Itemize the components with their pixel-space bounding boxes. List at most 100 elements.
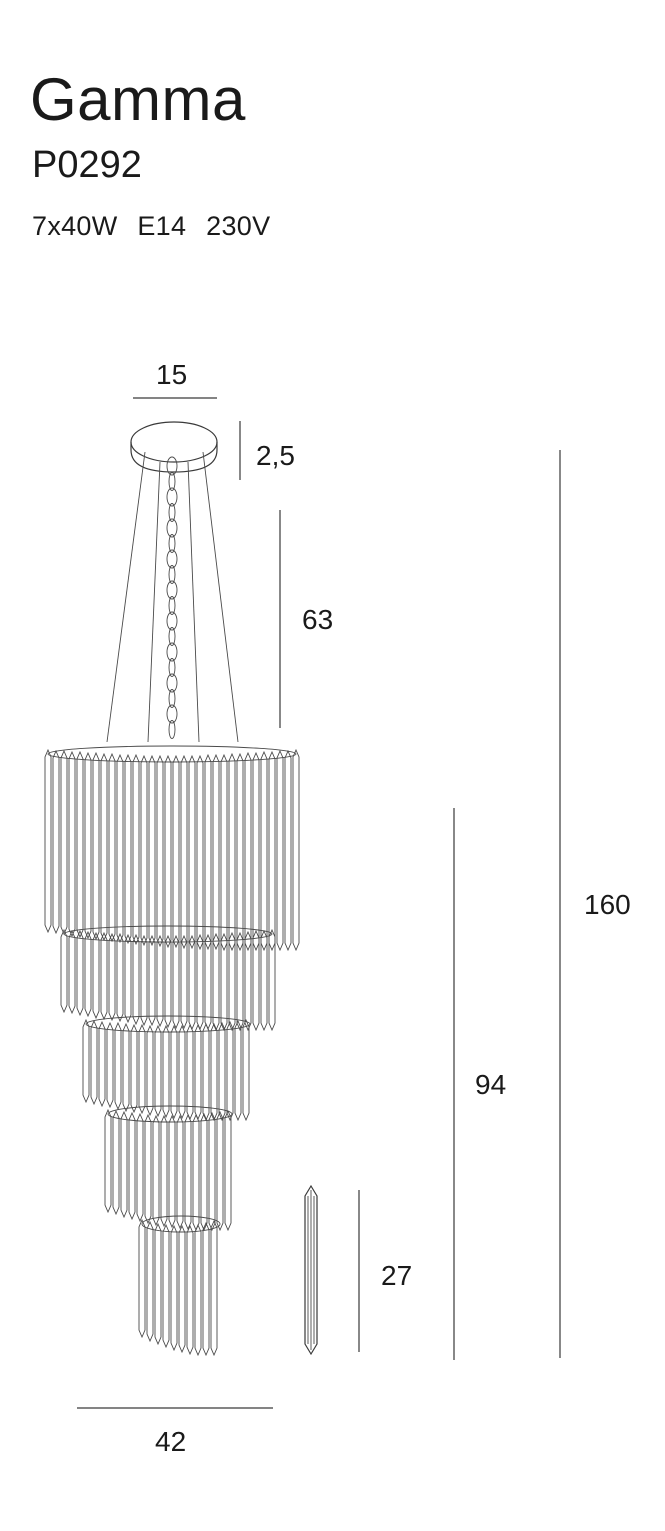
crystal-rod [154, 1222, 162, 1346]
crystal-rod [252, 751, 260, 952]
canopy-height-label: 2,5 [256, 440, 295, 471]
crystal-rod [60, 749, 68, 936]
crystal-rod [154, 1024, 162, 1118]
crystal-rod [90, 1019, 98, 1106]
crystal-rod [192, 1113, 200, 1232]
crystal-rod [220, 932, 228, 1032]
crystal-rod [122, 1022, 130, 1113]
body-height-label: 94 [475, 1069, 507, 1100]
crystal-rod [200, 1112, 208, 1232]
crystal-rod [170, 1224, 178, 1352]
crystal-rod [120, 1110, 128, 1219]
crystal-rod [160, 1114, 168, 1228]
tier-ring [107, 1105, 233, 1123]
crystal-rod [170, 1024, 178, 1120]
crystal-rod [178, 1024, 186, 1120]
crystal-rod [130, 1023, 138, 1114]
crystal-rod [60, 928, 68, 1014]
crystal-rod [244, 751, 252, 952]
crystal-rod [84, 751, 92, 940]
crystal-rod [156, 754, 164, 948]
canopy-width-label: 15 [156, 359, 188, 390]
chain-link [166, 673, 178, 693]
crystal-rod [104, 1108, 112, 1214]
crystal-rod [268, 750, 276, 952]
chain-link [168, 689, 176, 708]
crystal-rod [284, 749, 292, 952]
crystal-rod [196, 754, 204, 951]
crystal-rod [268, 928, 276, 1032]
crystal-rod [234, 1019, 242, 1122]
crystal-rod [148, 934, 156, 1027]
chain-length-label: 63 [302, 604, 334, 635]
chain-link [168, 658, 176, 677]
product-name: Gamma [30, 66, 246, 133]
chain-link [168, 534, 176, 553]
crystal-rod [242, 1018, 250, 1122]
crystal-rod [146, 1024, 154, 1117]
chain-link [168, 720, 176, 739]
crystal-rod [106, 1021, 114, 1109]
total-height-label: 160 [584, 889, 631, 920]
crystal-rod [164, 754, 172, 949]
tier-ring [63, 925, 273, 943]
crystal-rod [220, 753, 228, 952]
crystal-rod [152, 1114, 160, 1227]
tier-ring [47, 745, 297, 763]
crystal-rod [84, 930, 92, 1018]
crystal-rod [184, 1113, 192, 1231]
crystal-rod [146, 1220, 154, 1343]
crystal-rod [202, 1022, 210, 1122]
crystal-rod [116, 932, 124, 1023]
crystal-rod [210, 1219, 218, 1357]
crystal-rod [132, 753, 140, 946]
crystal-rod [186, 1224, 194, 1356]
crystal-rod [140, 934, 148, 1027]
crystal-rod [156, 934, 164, 1028]
crystal-length-label: 27 [381, 1260, 413, 1291]
crystal-rod [244, 930, 252, 1032]
chain-link [166, 487, 178, 507]
crystal-rod [100, 752, 108, 942]
chain-link [166, 518, 178, 538]
crystal-rod [114, 1021, 122, 1111]
crystal-rod [228, 931, 236, 1032]
crystal-rod [218, 1021, 226, 1122]
crystal-rod [92, 931, 100, 1020]
product-code: P0292 [32, 144, 142, 186]
chain-link [166, 549, 178, 569]
crystal-rod [168, 1114, 176, 1229]
chain-link [166, 704, 178, 724]
crystal-rod [172, 754, 180, 949]
chain-link [168, 503, 176, 522]
crystal-rod [194, 1023, 202, 1121]
crystal-rod [194, 1223, 202, 1357]
crystal-rod [186, 1023, 194, 1121]
crystal-rod [108, 932, 116, 1022]
crystal-rod [92, 751, 100, 941]
canopy [130, 421, 218, 473]
crystal-rod [162, 1223, 170, 1349]
tier-ring [85, 1015, 251, 1033]
chain-link [166, 456, 178, 476]
crystal-rod [180, 934, 188, 1030]
chain-link [168, 596, 176, 615]
crystal-rod [292, 748, 300, 952]
body-width-label: 42 [155, 1426, 187, 1457]
chain-link [168, 472, 176, 491]
crystal-rod [204, 753, 212, 951]
chain [166, 456, 178, 739]
crystal-rod [76, 750, 84, 939]
spec-power: 7x40W [32, 211, 118, 241]
chain-link [166, 611, 178, 631]
chain-link [166, 642, 178, 662]
spec-socket: E14 [137, 211, 187, 241]
crystal-rod [44, 748, 52, 934]
spec-voltage: 230V [206, 211, 271, 241]
single-crystal [304, 1184, 318, 1356]
crystal-rod [208, 1111, 216, 1232]
crystal-rod [68, 750, 76, 938]
crystal-rod [76, 929, 84, 1017]
crystal-rod [172, 934, 180, 1030]
crystal-rod [68, 929, 76, 1015]
